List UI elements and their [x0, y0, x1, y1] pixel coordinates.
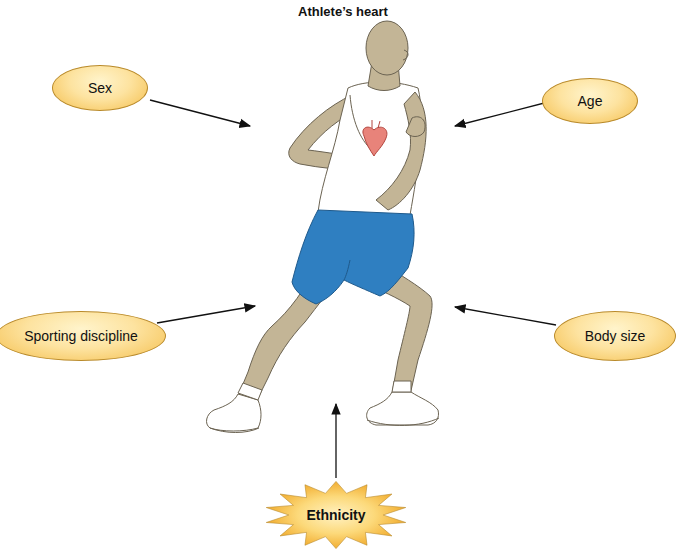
factor-oval: Body size [554, 311, 676, 361]
runner-figure [207, 21, 439, 433]
factor-label: Sex [88, 80, 112, 97]
factor-label: Body size [585, 328, 646, 345]
factor-oval: Sex [52, 65, 148, 111]
factor-label: Sporting discipline [24, 328, 138, 345]
starburst-factor: Ethnicity [263, 480, 409, 550]
factor-label: Ethnicity [306, 507, 365, 524]
factor-oval: Sporting discipline [0, 311, 166, 361]
factor-label: Age [578, 93, 603, 110]
figure-title: Athlete’s heart [298, 4, 388, 19]
factor-oval: Age [542, 78, 638, 124]
